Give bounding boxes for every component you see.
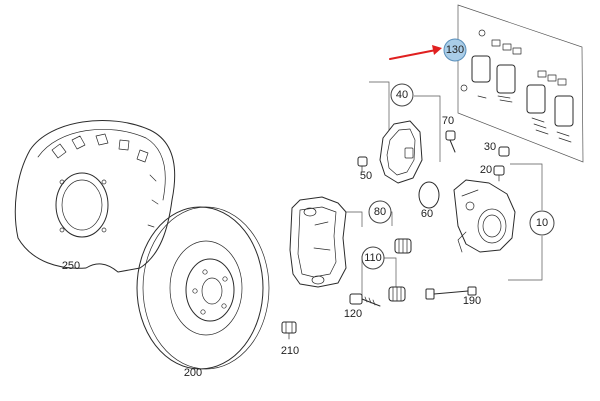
wear-sensor-190-drawing: [425, 286, 477, 300]
callout-10: 10: [536, 217, 548, 229]
guide-bushing-80-drawing: [394, 238, 412, 254]
part-label-120: 120: [344, 308, 362, 320]
brake-disc-drawing: [136, 206, 270, 370]
screw-50-drawing: [357, 156, 368, 172]
part-label-60: 60: [421, 208, 433, 220]
red-arrow-icon: [389, 45, 442, 60]
part-label-30: 30: [484, 141, 496, 153]
brake-pad-set-box: [457, 4, 584, 163]
callout-110: 110: [364, 252, 382, 264]
bleed-valve-20-drawing: [493, 165, 505, 182]
callout-40: 40: [396, 89, 408, 101]
part-label-210: 210: [281, 345, 299, 357]
seal-ring-60-drawing: [418, 181, 440, 209]
callout-110-bracket: [361, 256, 397, 296]
caliper-cover-40-drawing: [379, 120, 423, 184]
part-label-50: 50: [360, 170, 372, 182]
callout-80-circle: [368, 200, 392, 224]
part-label-250: 250: [62, 260, 80, 272]
caliper-housing-10-drawing: [453, 179, 516, 253]
caliper-carrier-drawing: [289, 196, 347, 288]
part-label-20: 20: [480, 164, 492, 176]
callout-40-circle: [390, 83, 414, 107]
callout-10-bracket: [508, 163, 543, 281]
callout-10-circle: [529, 210, 555, 236]
guide-bushing-110-drawing: [388, 286, 406, 302]
bolt-120-drawing: [349, 293, 381, 307]
dust-shield-drawing: [14, 120, 176, 273]
callout-80: 80: [374, 206, 386, 218]
bolt-210-drawing: [281, 321, 297, 340]
callout-130-highlight[interactable]: [443, 38, 467, 62]
callout-110-circle: [361, 246, 385, 270]
part-label-200: 200: [184, 367, 202, 379]
callout-130: 130: [446, 44, 464, 56]
part-label-190: 190: [463, 295, 481, 307]
bleed-screw-70-drawing: [445, 130, 456, 153]
part-label-70: 70: [442, 115, 454, 127]
dust-cap-30-drawing: [498, 146, 510, 157]
